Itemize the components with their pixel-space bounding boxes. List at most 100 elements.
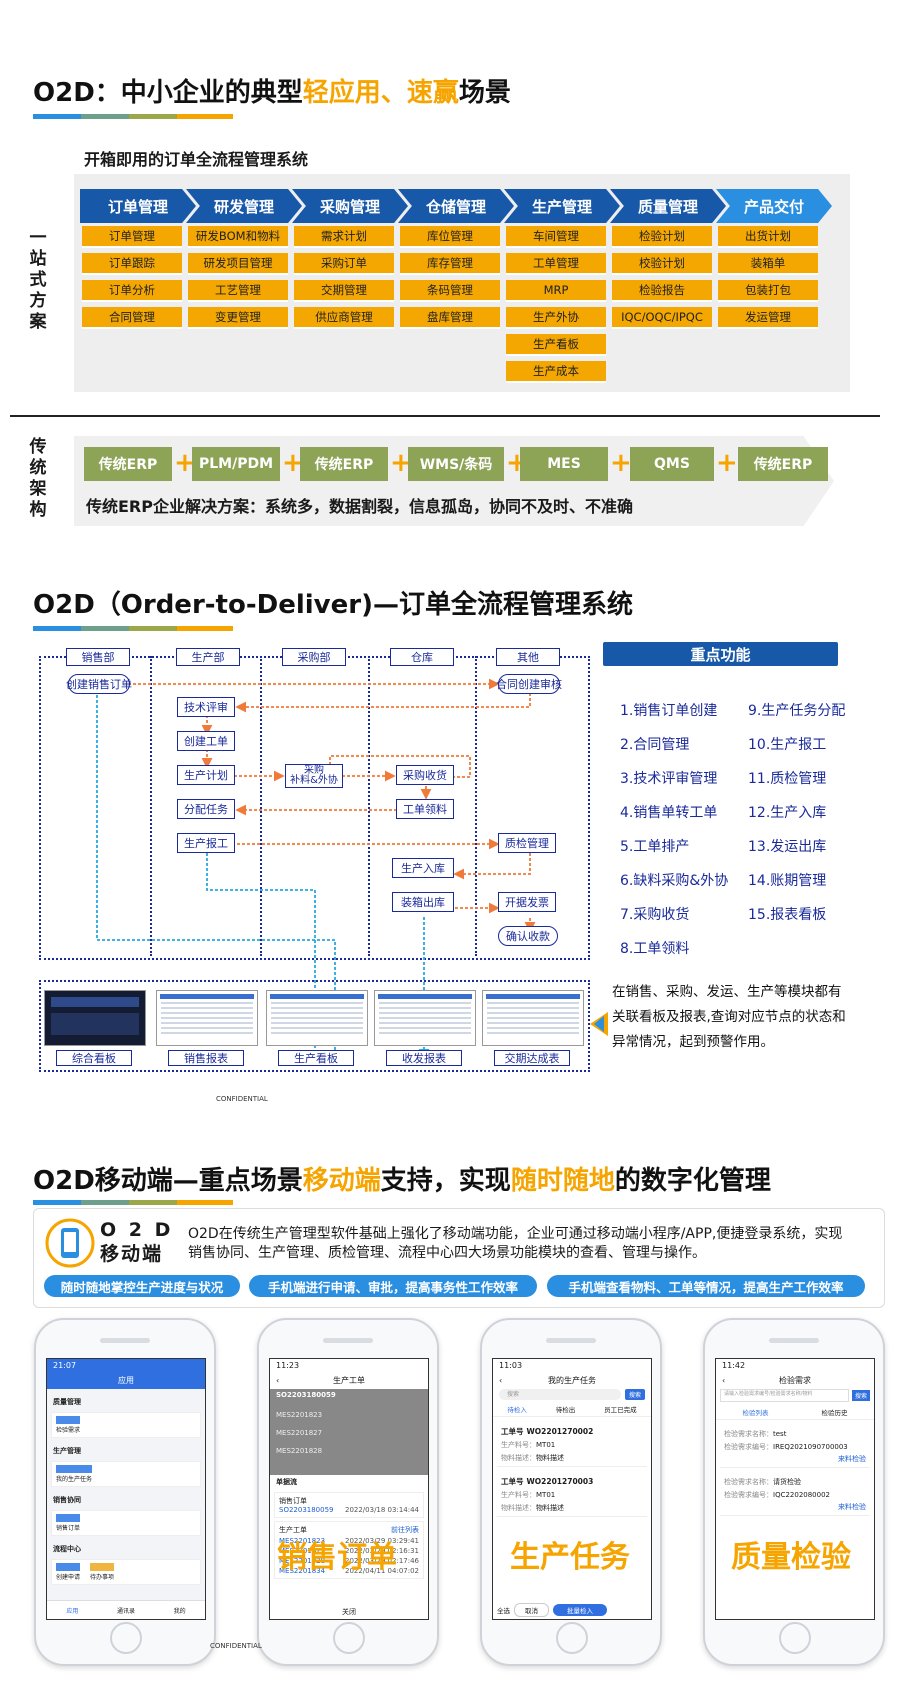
module-header[interactable]: 订单管理	[80, 189, 196, 223]
module-item[interactable]: 工艺管理	[188, 280, 288, 302]
module-item[interactable]: 交期管理	[294, 280, 394, 302]
module-item[interactable]: 采购订单	[294, 253, 394, 275]
module-header[interactable]: 产品交付	[716, 189, 832, 223]
module-item[interactable]: 发运管理	[718, 307, 818, 329]
module-item[interactable]: 研发BOM和物料	[188, 226, 288, 248]
module-item[interactable]: 校验计划	[612, 253, 712, 275]
tab-me[interactable]: 我的	[173, 1607, 186, 1615]
module-item[interactable]: 条码管理	[400, 280, 500, 302]
report-thumbnail[interactable]	[374, 990, 476, 1046]
module-item[interactable]: MRP	[506, 280, 606, 302]
more-link[interactable]: 前往列表	[391, 1526, 419, 1534]
select-all[interactable]: 全选	[497, 1607, 510, 1615]
module-item[interactable]: 订单跟踪	[82, 253, 182, 275]
search-input[interactable]: 请输入检验需求编号/检验需求名称/物料	[720, 1389, 849, 1402]
module-header[interactable]: 仓储管理	[398, 189, 514, 223]
tab-inspection-list[interactable]: 检验列表	[742, 1409, 769, 1417]
module-item[interactable]: 出货计划	[718, 226, 818, 248]
module-item[interactable]: 检验报告	[612, 280, 712, 302]
report-thumbnail[interactable]	[482, 990, 584, 1046]
module-item[interactable]: 订单管理	[82, 226, 182, 248]
module-header[interactable]: 研发管理	[186, 189, 302, 223]
task-label: 工单号	[501, 1427, 524, 1436]
cancel-button[interactable]: 取消	[514, 1603, 549, 1617]
report-thumbnail[interactable]	[266, 990, 368, 1046]
module-item[interactable]: 盘库管理	[400, 307, 500, 329]
search-button[interactable]: 搜索	[851, 1390, 870, 1401]
back-icon[interactable]: ‹	[722, 1375, 726, 1385]
traditional-system: WMS/条码	[408, 447, 504, 481]
module-item[interactable]: 生产外协	[506, 307, 606, 329]
field-label: 物料描述：	[501, 1504, 536, 1512]
feature-pill: 手机端查看物料、工单等情况，提高生产工作效率	[547, 1275, 865, 1297]
field-label: 生产料号：	[501, 1441, 536, 1449]
app-shortcut[interactable]: 销售订单	[56, 1514, 81, 1532]
title-text: 场景	[458, 78, 511, 108]
module-item[interactable]: 变更管理	[188, 307, 288, 329]
search-row: 请输入检验需求编号/检验需求名称/物料 搜索	[716, 1389, 874, 1402]
app-shortcut[interactable]: 待办事项	[90, 1563, 115, 1581]
module-item[interactable]: 工单管理	[506, 253, 606, 275]
report-label: 收发报表	[386, 1050, 462, 1066]
title-highlight: 随时随地	[510, 1166, 615, 1196]
back-icon[interactable]: ‹	[499, 1375, 503, 1385]
inspection-name-row: 检验需求名称：test	[724, 1429, 866, 1439]
close-button[interactable]: 关闭	[342, 1608, 356, 1616]
module-item[interactable]: 检验计划	[612, 226, 712, 248]
field-label: 检验需求名称：	[724, 1430, 773, 1438]
module-item[interactable]: 装箱单	[718, 253, 818, 275]
module-item[interactable]: IQC/OQC/IPQC	[612, 307, 712, 329]
module-header[interactable]: 采购管理	[292, 189, 408, 223]
report-thumbnail[interactable]	[44, 990, 146, 1046]
module-item[interactable]: 生产看板	[506, 334, 606, 356]
module-item[interactable]: 订单分析	[82, 280, 182, 302]
module-item[interactable]: 需求计划	[294, 226, 394, 248]
module-header[interactable]: 质量管理	[610, 189, 726, 223]
lane-border	[260, 656, 262, 956]
group-title: 生产管理	[53, 1447, 81, 1455]
tab-inspection-history[interactable]: 检验历史	[821, 1409, 848, 1417]
tab-done[interactable]: 员工已完成	[604, 1406, 637, 1414]
field-label: 生产料号：	[501, 1491, 536, 1499]
module-item[interactable]: 库位管理	[400, 226, 500, 248]
search-input[interactable]: 搜索	[499, 1389, 621, 1400]
module-item[interactable]: 生产成本	[506, 361, 606, 383]
tab-contacts[interactable]: 通讯录	[116, 1607, 135, 1615]
module-item[interactable]: 库存管理	[400, 253, 500, 275]
app-shortcut[interactable]: 我的生产任务	[56, 1465, 93, 1483]
report-thumbnail[interactable]	[156, 990, 258, 1046]
module-header[interactable]: 生产管理	[504, 189, 620, 223]
back-icon[interactable]: ‹	[276, 1375, 280, 1385]
batch-check-in-button[interactable]: 批量检入	[553, 1604, 607, 1616]
phone-screen: 21:07 应用 质量管理检验需求生产管理我的生产任务销售协同销售订单流程中心创…	[46, 1358, 206, 1620]
inspection-action[interactable]: 来料检验	[838, 1503, 866, 1511]
module-item[interactable]: 车间管理	[506, 226, 606, 248]
divider	[10, 415, 880, 417]
inspection-action[interactable]: 来料检验	[838, 1455, 866, 1463]
module-item[interactable]: 包装打包	[718, 280, 818, 302]
one-stop-label: 一站式方案	[29, 228, 47, 332]
module-item[interactable]: 研发项目管理	[188, 253, 288, 275]
task-tabs: 待检入 待检出 员工已完成	[493, 1404, 651, 1417]
field-label: 检验需求名称：	[724, 1478, 773, 1486]
search-button[interactable]: 搜索	[624, 1389, 645, 1400]
module-item[interactable]: 合同管理	[82, 307, 182, 329]
phone-caption: 生产任务	[510, 1540, 630, 1575]
lane-border	[368, 656, 370, 956]
tab-check-out[interactable]: 待检出	[555, 1406, 576, 1414]
app-shortcut[interactable]: 创建申请	[56, 1563, 81, 1581]
module-item[interactable]: 供应商管理	[294, 307, 394, 329]
app-shortcut[interactable]: 检验需求	[56, 1416, 81, 1434]
tab-app[interactable]: 应用	[66, 1607, 79, 1615]
tab-check-in[interactable]: 待检入	[507, 1406, 527, 1414]
